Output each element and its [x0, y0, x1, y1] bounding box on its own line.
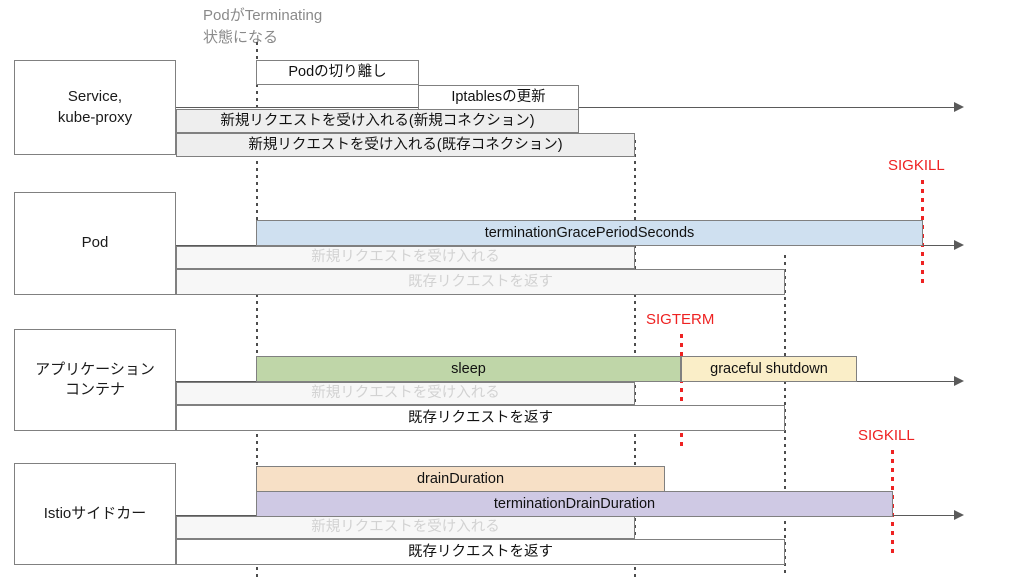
bar-iptables-update: Iptablesの更新: [418, 85, 579, 110]
signal-label-sigterm-app: SIGTERM: [646, 311, 715, 328]
bar-drain-duration: drainDuration: [256, 466, 665, 492]
bar-accept-new-requests-new-connection: 新規リクエストを受け入れる(新規コネクション): [176, 109, 579, 133]
lane-label-pod: Pod: [14, 192, 176, 295]
bar-pod-return-existing-requests: 既存リクエストを返す: [176, 269, 785, 295]
bar-sidecar-accept-new-requests: 新規リクエストを受け入れる: [176, 516, 635, 539]
lane-axis-arrow-app-container: [954, 376, 964, 386]
signal-label-sigkill-sidecar: SIGKILL: [858, 427, 915, 444]
lane-axis-arrow-istio-sidecar: [954, 510, 964, 520]
terminating-note: PodがTerminating 状態になる: [203, 7, 323, 46]
bar-app-accept-new-requests: 新規リクエストを受け入れる: [176, 382, 635, 405]
lane-label-service: Service, kube-proxy: [14, 60, 176, 155]
guide-terminating-start: [256, 42, 258, 577]
bar-sleep: sleep: [256, 356, 681, 382]
bar-pod-detach: Podの切り離し: [256, 60, 419, 85]
guide-sigterm-app: [680, 334, 683, 446]
bar-graceful-shutdown: graceful shutdown: [681, 356, 857, 382]
lane-label-istio-sidecar: Istioサイドカー: [14, 463, 176, 565]
lane-axis-arrow-pod: [954, 240, 964, 250]
bar-termination-grace-period-seconds: terminationGracePeriodSeconds: [256, 220, 923, 246]
guide-drain-end: [784, 255, 786, 577]
bar-termination-drain-duration: terminationDrainDuration: [256, 491, 893, 517]
bar-app-return-existing-requests: 既存リクエストを返す: [176, 405, 785, 431]
bar-accept-new-requests-existing-connection: 新規リクエストを受け入れる(既存コネクション): [176, 133, 635, 157]
signal-label-sigkill-pod: SIGKILL: [888, 157, 945, 174]
lane-label-app-container: アプリケーション コンテナ: [14, 329, 176, 431]
lane-axis-arrow-service: [954, 102, 964, 112]
bar-sidecar-return-existing-requests: 既存リクエストを返す: [176, 539, 785, 565]
bar-pod-accept-new-requests: 新規リクエストを受け入れる: [176, 246, 635, 269]
